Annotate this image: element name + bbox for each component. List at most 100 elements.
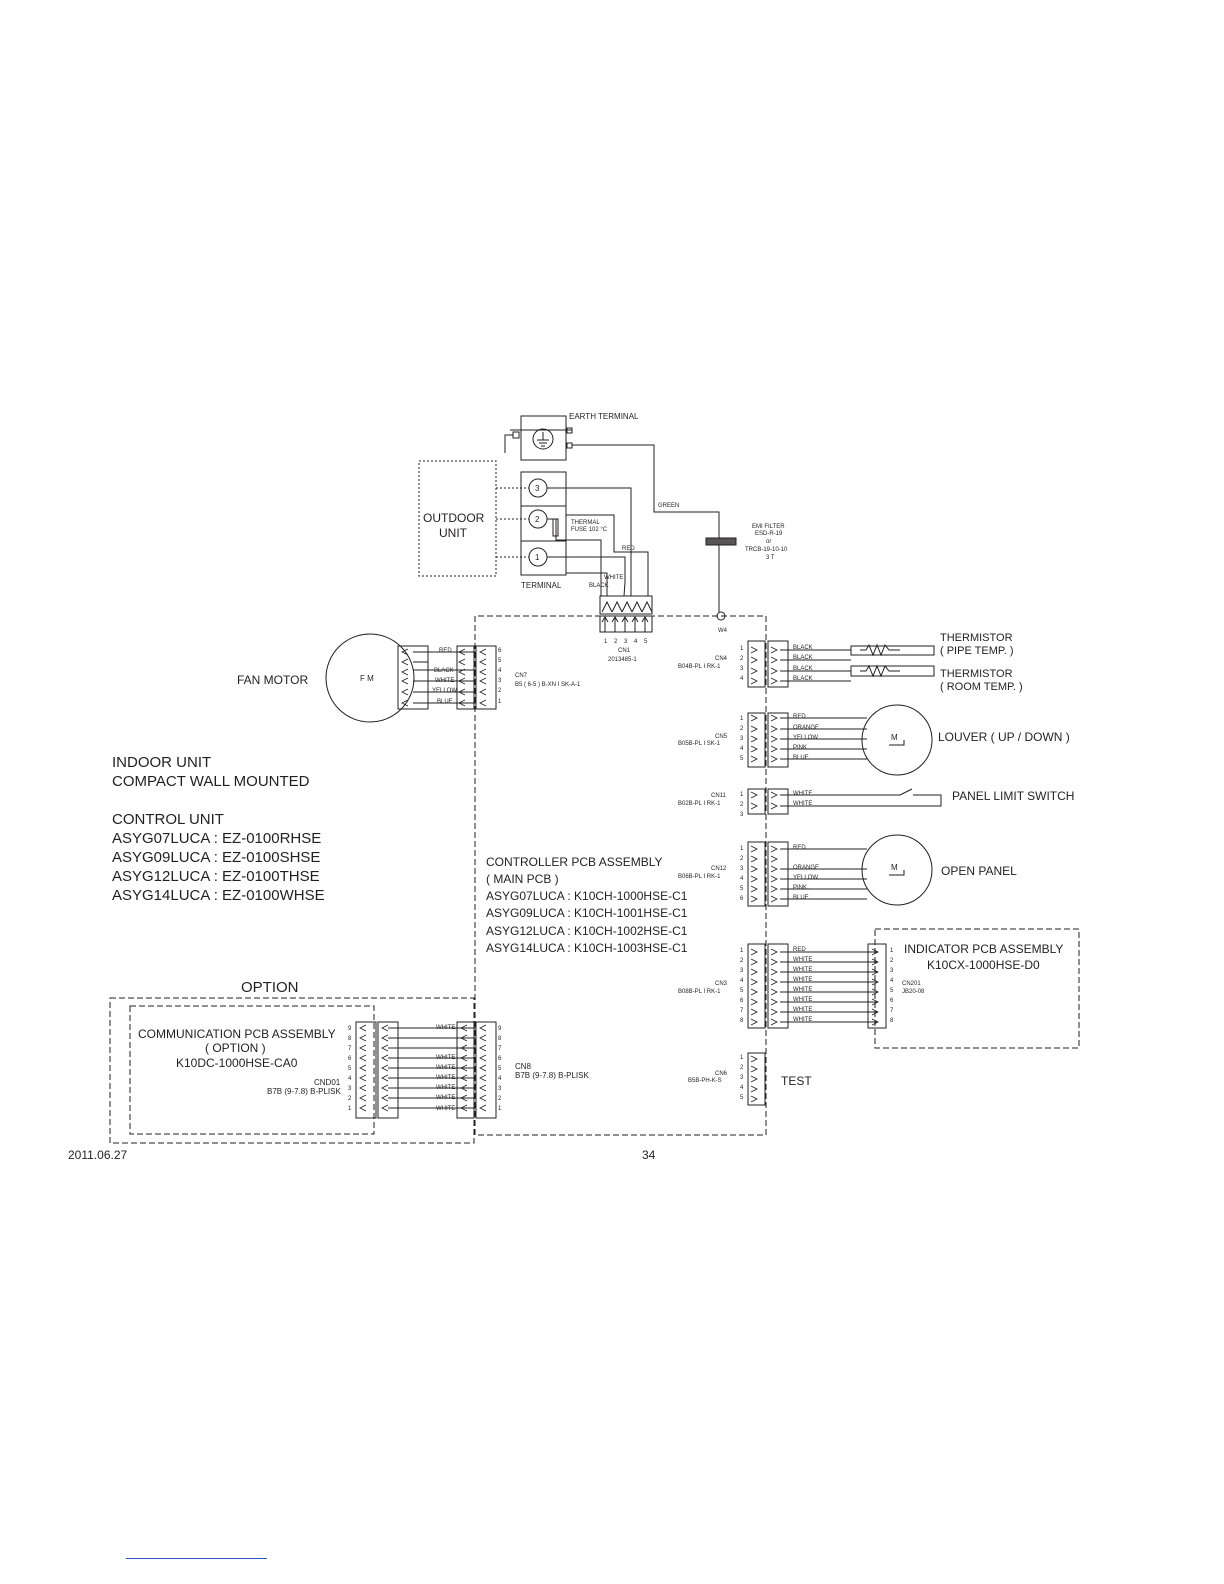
cn8-wire-5: WHITE	[436, 1065, 455, 1071]
cn3-pin-6: 6	[740, 998, 744, 1004]
cn12-wire-5: PINK	[793, 885, 807, 891]
cn3-wire-5: WHITE	[793, 987, 812, 993]
cn12-pin-4: 4	[740, 876, 744, 882]
cn3-pin-7: 7	[740, 1008, 744, 1014]
cn12-wires	[780, 848, 867, 900]
option-label: OPTION	[241, 979, 299, 996]
connector-chevron	[750, 875, 758, 883]
footer-date: 2011.06.27	[68, 1148, 128, 1162]
cn12-pin-2: 2	[740, 856, 744, 862]
cn5-wires	[780, 717, 867, 760]
terminal-block	[520, 471, 567, 576]
cn8-wire-1: WHITE	[436, 1106, 455, 1112]
connector-chevron	[750, 667, 758, 675]
fm-label: F M	[360, 674, 374, 683]
cn3-pin-3: 3	[740, 968, 744, 974]
cn3-wires	[780, 951, 878, 1023]
cnd01-pin-7: 7	[348, 1046, 352, 1052]
comm-option-label: ( OPTION )	[205, 1041, 266, 1055]
footer-link-underline[interactable]	[126, 1558, 267, 1559]
connector-chevron	[770, 998, 778, 1006]
connector-chevron	[750, 677, 758, 685]
connector-chevron	[750, 791, 758, 799]
indicator-pcb-label: INDICATOR PCB ASSEMBLY	[904, 942, 1063, 956]
thermistor-room-label-2: ( ROOM TEMP. )	[940, 681, 1023, 693]
connector-chevron	[770, 958, 778, 966]
connector-chevron	[770, 745, 778, 753]
cn8-wire-4: WHITE	[436, 1075, 455, 1081]
connector-chevron	[750, 1085, 758, 1093]
cn7-connector	[475, 645, 497, 710]
connector-chevron	[359, 1024, 367, 1032]
connector-chevron	[770, 646, 778, 654]
cn12-wire-6: BLUE	[793, 895, 809, 901]
connector-chevron	[770, 1008, 778, 1016]
cn12-part-label: B06B-PL I RK-1	[678, 874, 721, 880]
cn201-label: CN201	[902, 981, 921, 987]
cn12-label: CN12	[711, 866, 727, 872]
connector-chevron	[479, 648, 487, 656]
indicator-part-label: K10CX-1000HSE-D0	[927, 958, 1040, 972]
wire-green-label: GREEN	[658, 503, 679, 509]
cn5-pin-1: 1	[740, 716, 744, 722]
connector-chevron	[750, 1008, 758, 1016]
cn4-part-label: B04B-PL I RK-1	[678, 664, 721, 670]
cn8-pin-7: 7	[498, 1046, 502, 1052]
panel-limit-label: PANEL LIMIT SWITCH	[952, 789, 1074, 803]
cnd01-pin-2: 2	[348, 1096, 352, 1102]
fan-wire-white: WHITE	[435, 678, 454, 684]
connector-chevron	[479, 677, 487, 685]
cn5-pin-3: 3	[740, 736, 744, 742]
connector-chevron	[770, 755, 778, 763]
connector-chevron	[871, 988, 879, 996]
cn8-wire-3: WHITE	[436, 1085, 455, 1091]
open-panel-m-label: M	[891, 863, 898, 872]
cn1-pin-1: 1	[604, 639, 608, 645]
cn6-part-label: B5B-PH-K-S	[688, 1078, 722, 1084]
cn5-wire-4: PINK	[793, 745, 807, 751]
connector-chevron	[871, 1018, 879, 1026]
connector-chevron	[359, 1074, 367, 1082]
cn5-pin-4: 4	[740, 746, 744, 752]
fan-wire-yellow: YELLOW	[432, 688, 457, 694]
cn4-pin-1: 1	[740, 646, 744, 652]
cn12-pin-5: 5	[740, 886, 744, 892]
connector-chevron	[770, 677, 778, 685]
connector-chevrons	[359, 646, 879, 1112]
compact-wall-label: COMPACT WALL MOUNTED	[112, 773, 310, 790]
cnd01-pin-5: 5	[348, 1066, 352, 1072]
connector-chevron	[770, 968, 778, 976]
thermistor-room-icon	[850, 664, 935, 678]
terminal-number-1: 1	[535, 553, 540, 562]
cn201-pin-1: 1	[890, 948, 894, 954]
cnd01-pin-9: 9	[348, 1026, 352, 1032]
emi-filter-label-3: TRCB-19-10-10	[745, 547, 788, 553]
connector-chevron	[458, 699, 466, 707]
cn1-pin-3: 3	[624, 639, 628, 645]
connector-chevron	[750, 988, 758, 996]
cn8-wire-2: WHITE	[436, 1095, 455, 1101]
cn5-pin-2: 2	[740, 726, 744, 732]
terminal-number-3: 3	[535, 484, 540, 493]
connector-chevron	[460, 1074, 468, 1082]
cn1-pin-2: 2	[614, 639, 618, 645]
connector-chevron	[770, 791, 778, 799]
wire-black-label: BLACK	[589, 583, 609, 589]
cn6-pin-4: 4	[740, 1085, 744, 1091]
cn4-pin-2: 2	[740, 656, 744, 662]
connector-chevron	[458, 668, 466, 676]
cn7-label: CN7	[515, 673, 528, 679]
comm-pcb-box	[129, 1005, 375, 1135]
open-panel-motor-icon	[861, 834, 933, 906]
pcb-model-4: ASYG14LUCA : K10CH-1003HSE-C1	[486, 941, 688, 955]
connector-chevron	[458, 648, 466, 656]
connector-chevron	[460, 1024, 468, 1032]
connector-chevron	[750, 998, 758, 1006]
connector-chevron	[359, 1034, 367, 1042]
cn8-wires	[388, 1027, 476, 1109]
connector-chevron	[871, 958, 879, 966]
outdoor-unit-label-2: UNIT	[439, 526, 468, 540]
cn3-wire-7: WHITE	[793, 1007, 812, 1013]
main-pcb-label: ( MAIN PCB )	[486, 872, 559, 886]
cn8-pin-4: 4	[498, 1076, 502, 1082]
